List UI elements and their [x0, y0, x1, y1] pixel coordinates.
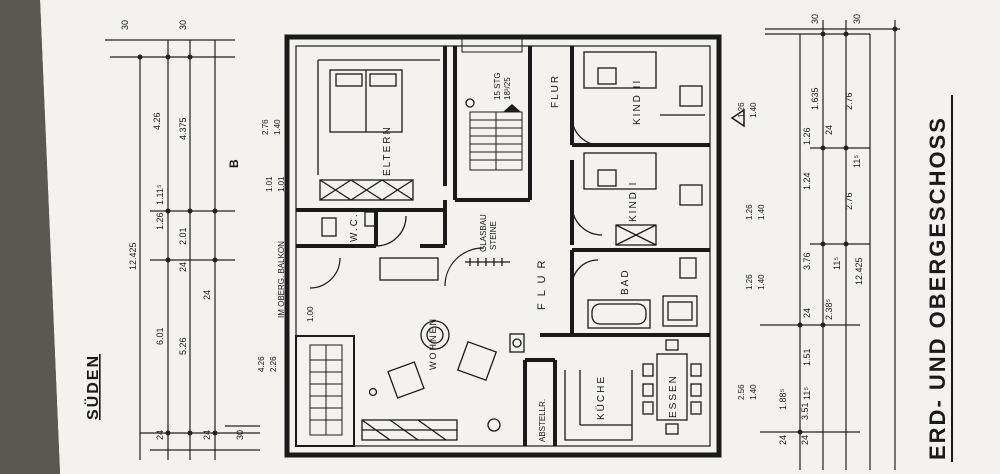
dim-201: 2.01	[178, 227, 188, 245]
dim-1115: 1.11⁵	[155, 184, 165, 205]
dim-24d: 24	[202, 430, 212, 440]
right-dimension-lines	[760, 20, 900, 470]
room-eltern: ELTERN	[382, 125, 393, 176]
paper-shadow	[0, 0, 60, 474]
kind2-furniture	[571, 51, 705, 146]
w-eltern-den: 1.40	[273, 119, 282, 135]
balkon-label: IM OBERG. BALKON	[277, 241, 286, 318]
dim-24a: 24	[178, 262, 188, 272]
eltern-bed	[317, 59, 440, 175]
interior-walls	[296, 46, 710, 446]
opening-labels: 2.76 1.40 1.01 1.01 1.00 4.26 2.26 1.26 …	[257, 102, 766, 400]
dim-426: 4.26	[152, 112, 162, 130]
w-wohnen-den: 2.26	[269, 356, 278, 372]
dim-12425: 12.425	[128, 242, 138, 270]
dim-30b: 30	[178, 20, 188, 30]
w-kueche-den: 1.40	[749, 384, 758, 400]
section-arrow-icon	[730, 108, 745, 128]
stairs-count: 15 STG	[493, 72, 502, 100]
rdim-12425: 12.425	[854, 257, 864, 285]
w-wc-num: 1.01	[265, 176, 274, 192]
steine-label: STEINE	[489, 221, 498, 250]
eltern-wardrobe	[319, 179, 414, 201]
rdim-24d: 24	[800, 435, 810, 445]
rdim-11b: 11⁵	[832, 257, 842, 270]
rdim-2385: 2.38⁵	[824, 298, 834, 320]
wohnen-door-swing	[444, 247, 484, 287]
kitchen-essen-furniture	[509, 333, 702, 441]
rdim-24a: 24	[824, 125, 834, 135]
dim-4375: 4.375	[178, 117, 188, 140]
rdim-1635: 1.635	[810, 87, 820, 110]
glass-block-wall	[465, 258, 510, 266]
entrance-door-swing	[309, 257, 341, 289]
left-dimension-labels: 30 30 4.26 4.375 12.425 1.11⁵ 1.26 2.01 …	[120, 20, 245, 440]
right-dimension-labels: 30 30 1.635 2.76 1.26 24 11⁵ 1.24 2.76 3…	[778, 14, 864, 445]
w-kind2-num: 1.26	[737, 102, 746, 118]
room-bad: BAD	[620, 268, 631, 295]
left-dimension-ticks	[137, 54, 218, 436]
dim-30c: 30	[235, 430, 245, 440]
room-flur-top: FLUR	[550, 74, 561, 108]
rdim-276: 2.76	[844, 92, 854, 110]
w-kind2-den: 1.40	[749, 102, 758, 118]
south-label: SÜDEN	[83, 354, 102, 420]
w-kind1-num: 1.26	[745, 204, 754, 220]
room-kind-i: KIND I	[628, 181, 639, 222]
dim-30a: 30	[120, 20, 130, 30]
room-labels: ELTERN W.C. WOHNEN FLUR F L U R KIND II …	[349, 74, 679, 442]
left-dimension-lines	[105, 39, 260, 460]
stairs-arrow-icon	[503, 104, 521, 112]
rdim-11a: 11⁵	[852, 155, 862, 168]
dim-526: 5.26	[178, 337, 188, 355]
rdim-30a: 30	[810, 14, 820, 24]
dim-24c: 24	[155, 430, 165, 440]
room-flur-main: F L U R	[536, 259, 548, 311]
w-kueche-num: 2.56	[737, 384, 746, 400]
rdim-24b: 24	[802, 308, 812, 318]
rdim-351: 3.51	[800, 402, 810, 420]
dim-24b: 24	[202, 290, 212, 300]
dim-126: 1.26	[155, 212, 165, 230]
rdim-126: 1.26	[802, 127, 812, 145]
room-wc: W.C.	[349, 212, 360, 242]
rdim-151: 1.51	[802, 348, 812, 366]
paper-sheet	[40, 0, 1000, 474]
w-wc-den: 1.01	[277, 176, 286, 192]
right-dimension-ticks	[797, 26, 898, 435]
rdim-24c: 24	[778, 435, 788, 445]
rdim-30b: 30	[852, 14, 862, 24]
w-eltern-num: 2.76	[261, 119, 270, 135]
room-wohnen: WOHNEN	[428, 317, 438, 370]
w-bad-den: 1.40	[757, 274, 766, 290]
kind1-furniture	[571, 152, 703, 246]
w-door-num: 1.00	[306, 306, 315, 322]
rdim-1885: 1.88⁵	[778, 388, 788, 410]
room-abstellr: ABSTELLR.	[538, 399, 547, 442]
annotation-labels: 15 STG 18³/25 GLASBAU STEINE IM OBERG. B…	[227, 72, 512, 318]
wohnen-furniture	[361, 257, 501, 441]
room-essen: ESSEN	[668, 374, 679, 418]
w-kind1-den: 1.40	[757, 204, 766, 220]
b-marker: B	[227, 159, 241, 168]
rdim-115: 11⁵	[802, 387, 812, 400]
plan-title: ERD- UND OBERGESCHOSS	[925, 116, 950, 460]
dim-601: 6.01	[155, 327, 165, 345]
w-bad-num: 1.26	[745, 274, 754, 290]
rdim-376: 3.76	[802, 252, 812, 270]
stairs-start-icon	[465, 98, 475, 108]
bad-fixtures	[571, 257, 698, 329]
rdim-2762: 2.76	[844, 192, 854, 210]
glasbau-label: GLASBAU	[479, 214, 488, 252]
room-kueche: KÜCHE	[595, 375, 607, 420]
stairs-ratio: 18³/25	[503, 77, 512, 100]
wc-fixtures	[321, 211, 407, 247]
room-kind-ii: KIND II	[632, 79, 643, 125]
w-wohnen-num: 4.26	[257, 356, 266, 372]
entrance-stairs	[309, 344, 343, 436]
rdim-124: 1.24	[802, 172, 812, 190]
central-stairs	[461, 37, 523, 171]
